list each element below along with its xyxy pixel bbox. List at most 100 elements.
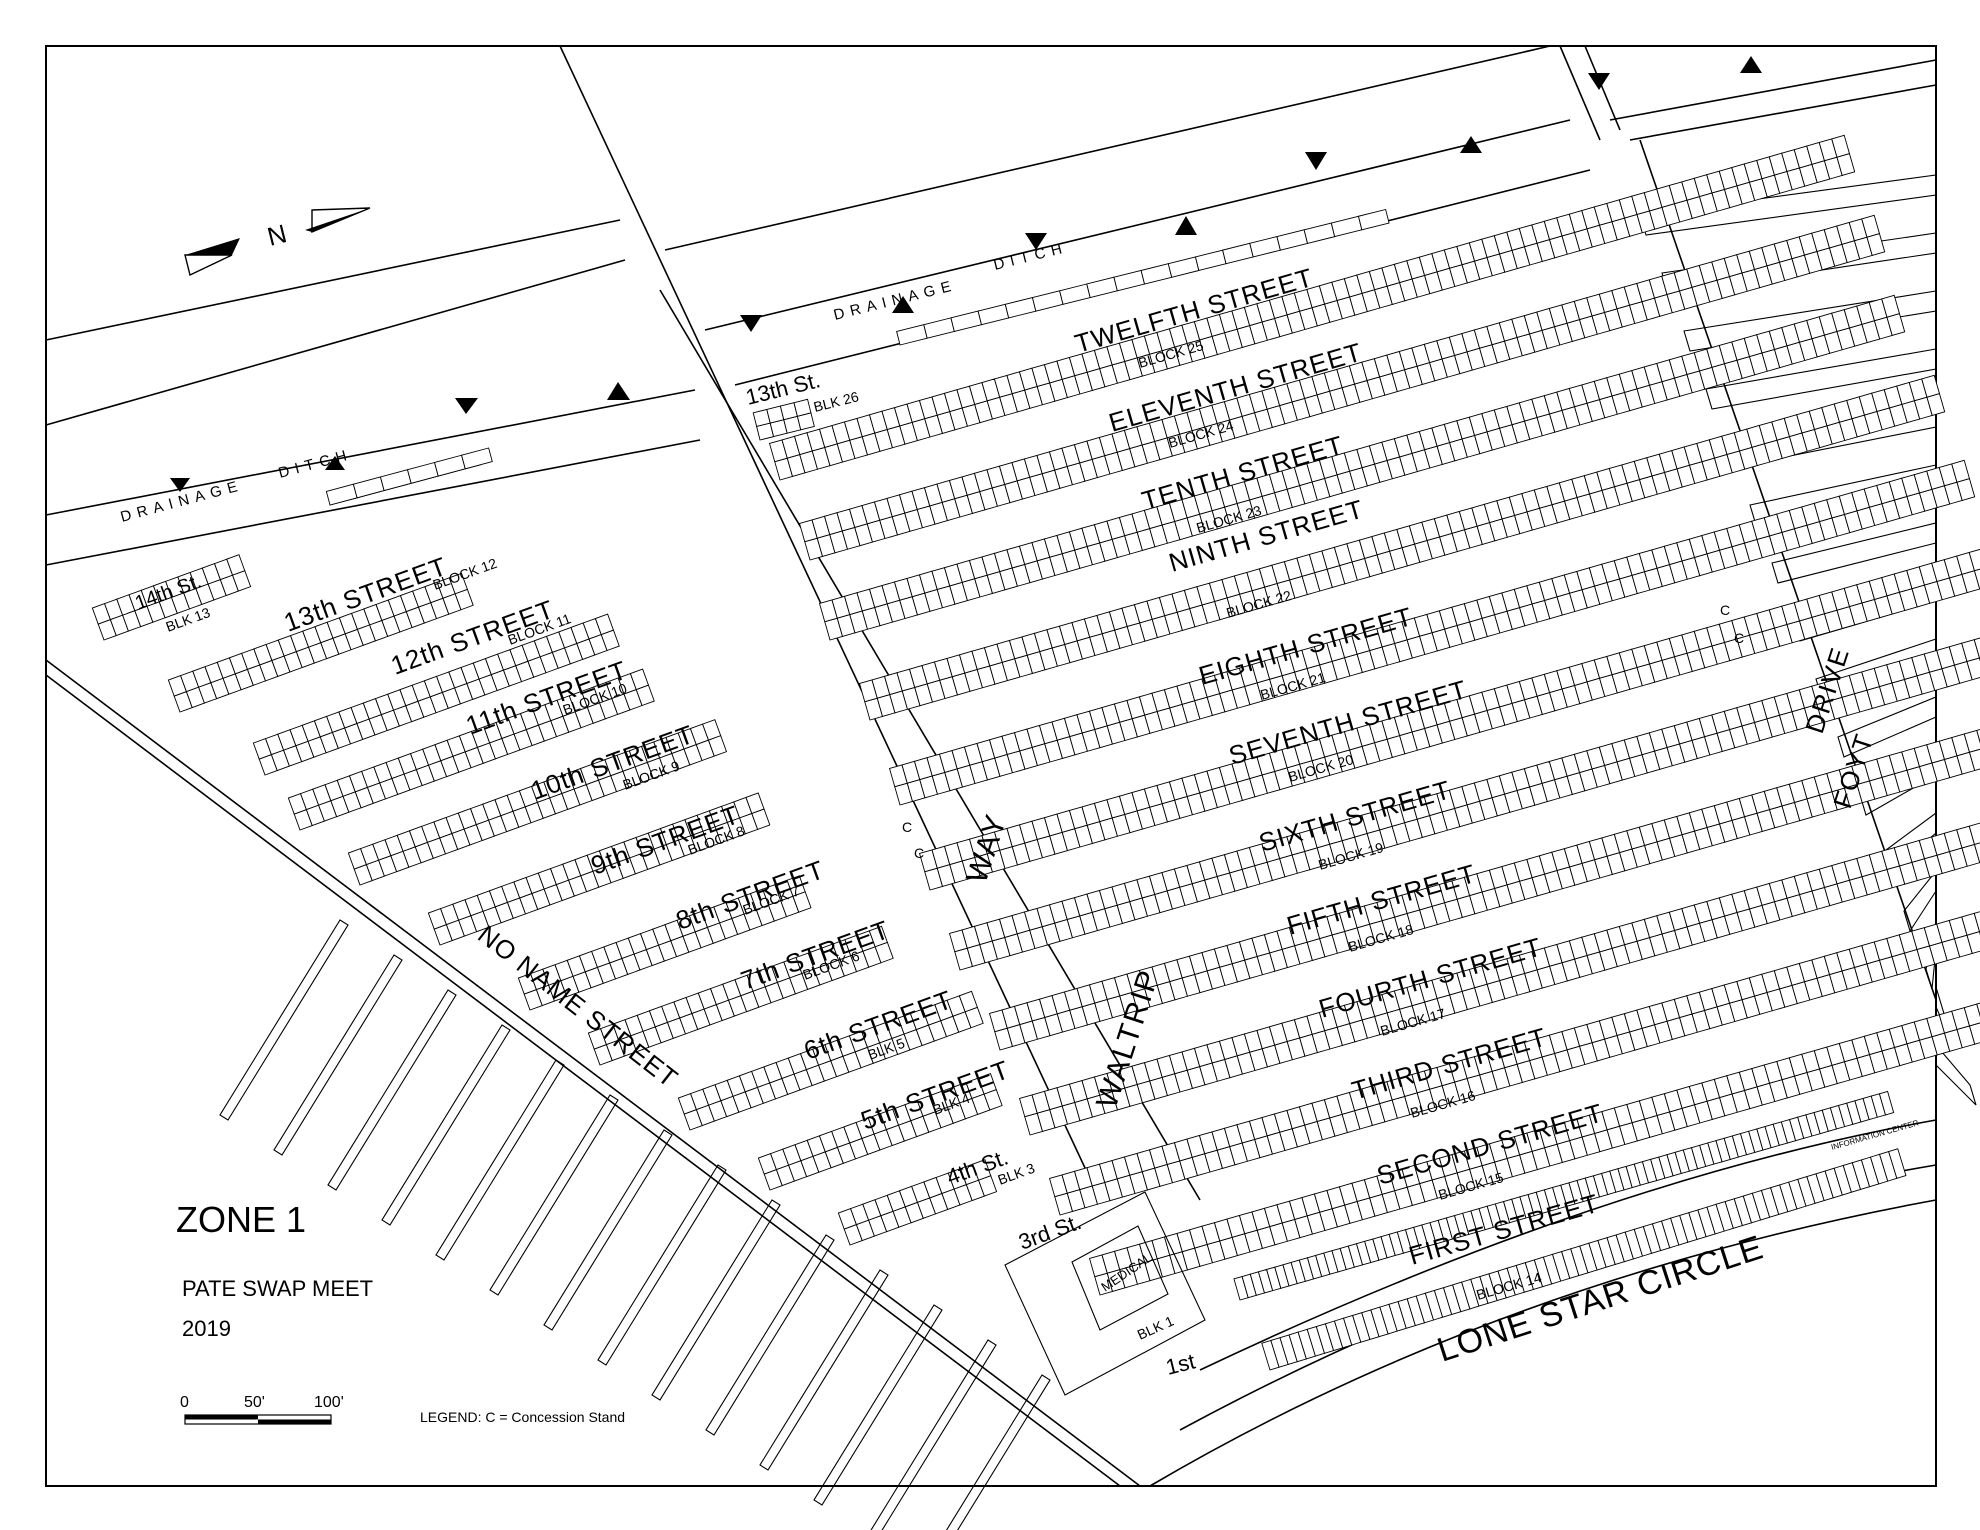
ditch-flow-markers xyxy=(170,56,1762,492)
street-3rd: 3rd St. xyxy=(1015,1209,1084,1255)
block-25-stall xyxy=(1831,134,1851,158)
block-21-stall xyxy=(1951,459,1971,483)
ditch-left-lot xyxy=(406,461,439,484)
ditch-left-lot xyxy=(461,447,493,470)
west-parking-rows xyxy=(219,919,1051,1530)
west-parking-row xyxy=(543,1129,673,1331)
ditch-lots xyxy=(325,208,1390,506)
ditch-right-lot xyxy=(1113,269,1146,292)
ditch-right-lot xyxy=(1194,249,1227,272)
first-street-stall xyxy=(1878,1090,1895,1116)
west-parking-row xyxy=(489,1094,619,1296)
block-18-stall xyxy=(1968,748,1980,772)
ditch-right-lot xyxy=(896,324,928,346)
north-arrow-icon: N xyxy=(184,207,371,276)
east-parking-row xyxy=(1771,522,1937,584)
block-15-stall xyxy=(1968,1022,1980,1045)
west-parking-row xyxy=(945,1374,1051,1530)
block-6-stall xyxy=(868,925,888,948)
event-year: 2019 xyxy=(182,1316,231,1341)
east-parking-row xyxy=(1683,290,1937,352)
ditch-label-left-b: DITCH xyxy=(277,446,355,482)
zone-title: ZONE 1 xyxy=(176,1199,306,1240)
block-16-stall xyxy=(1973,911,1980,933)
block-8-stall xyxy=(745,792,765,814)
ditch-right-lot xyxy=(1303,222,1336,244)
block-18-stall xyxy=(1976,728,1980,744)
west-parking-row xyxy=(327,989,457,1191)
east-parking-row xyxy=(1705,348,1937,410)
ditch-right-lot xyxy=(977,303,1010,326)
east-parking-row xyxy=(1903,869,1937,933)
map-legend: LEGEND: C = Concession Stand xyxy=(420,1409,625,1425)
scale-bar: 0 50' 100' xyxy=(180,1394,344,1425)
north-arrow-label: N xyxy=(264,218,289,252)
west-parking-row xyxy=(219,919,349,1121)
block-12-stall xyxy=(448,572,468,595)
west-parking-row xyxy=(813,1304,943,1506)
block-14-stall xyxy=(1888,1148,1907,1179)
west-parking-row xyxy=(705,1234,835,1436)
scale-tick-50: 50' xyxy=(244,1394,265,1411)
ditch-left-lot xyxy=(379,469,412,492)
west-parking-row xyxy=(435,1059,565,1261)
first-street-stalls xyxy=(1233,1090,1895,1301)
block-23-stall xyxy=(1881,294,1901,318)
block-17-stall xyxy=(1968,822,1980,845)
block-11-stall xyxy=(594,613,615,636)
block-19-stall xyxy=(1973,637,1980,659)
ditch-left-lot xyxy=(325,483,358,506)
street-1st: 1st xyxy=(1163,1348,1198,1379)
block-9-stall xyxy=(702,719,722,741)
ditch-right-lot xyxy=(923,317,955,339)
block-17-stall xyxy=(1973,842,1980,864)
ditch-right-lot xyxy=(1330,215,1363,238)
no-name-street-road xyxy=(45,659,1141,1487)
medical-area xyxy=(1004,1191,1206,1396)
ditch-right-lot xyxy=(1004,297,1037,319)
east-parking-row xyxy=(1837,696,1937,758)
ditch-right-lot xyxy=(1167,256,1200,278)
ditch-right-lot xyxy=(1276,229,1309,251)
concession-stand-4: C xyxy=(1734,630,1744,646)
block-26-stall xyxy=(793,398,812,417)
block-20-stall xyxy=(1968,548,1980,572)
block-24-stall xyxy=(1861,214,1881,238)
block-15-stall xyxy=(1976,1002,1980,1017)
ditch-right-lot xyxy=(1140,263,1173,285)
drainage-ditch-right xyxy=(664,45,1937,386)
block-5-stall xyxy=(958,990,978,1013)
block-7-stall xyxy=(786,875,806,897)
ditch-right-lot xyxy=(1357,208,1390,231)
west-parking-row xyxy=(273,954,403,1156)
block-14-stalls xyxy=(1261,1148,1907,1371)
west-parking-row xyxy=(597,1164,727,1366)
block-13-stall xyxy=(226,554,246,576)
west-parking-row xyxy=(651,1199,781,1401)
west-parking-row xyxy=(759,1269,889,1471)
event-name: PATE SWAP MEET xyxy=(182,1276,373,1301)
block-20-stall xyxy=(1973,568,1980,590)
west-parking-row xyxy=(381,1024,511,1226)
block-4-stall xyxy=(977,1072,997,1095)
vendor-blocks xyxy=(91,134,1980,1296)
ditch-right-lot xyxy=(1086,276,1118,299)
concession-stand-2: C xyxy=(914,845,924,861)
west-parking-row xyxy=(870,1339,997,1530)
drainage-ditch-left xyxy=(45,219,701,566)
ditch-right-lot xyxy=(1059,283,1091,305)
east-parking-row xyxy=(1935,1043,1977,1106)
ditch-label-right-b: DITCH xyxy=(992,239,1070,274)
concession-stand-3: C xyxy=(1720,602,1730,618)
ditch-right-lot xyxy=(950,310,983,332)
block-10-stall xyxy=(629,668,650,691)
block-22-stall xyxy=(1921,374,1941,398)
block-3-stall xyxy=(972,1159,992,1181)
ditch-right-lot xyxy=(1031,290,1064,312)
ditch-right-lot xyxy=(1249,236,1281,258)
ditch-left-lot xyxy=(352,476,385,499)
concession-stand-1: C xyxy=(902,819,912,835)
scale-tick-100: 100' xyxy=(314,1394,344,1411)
